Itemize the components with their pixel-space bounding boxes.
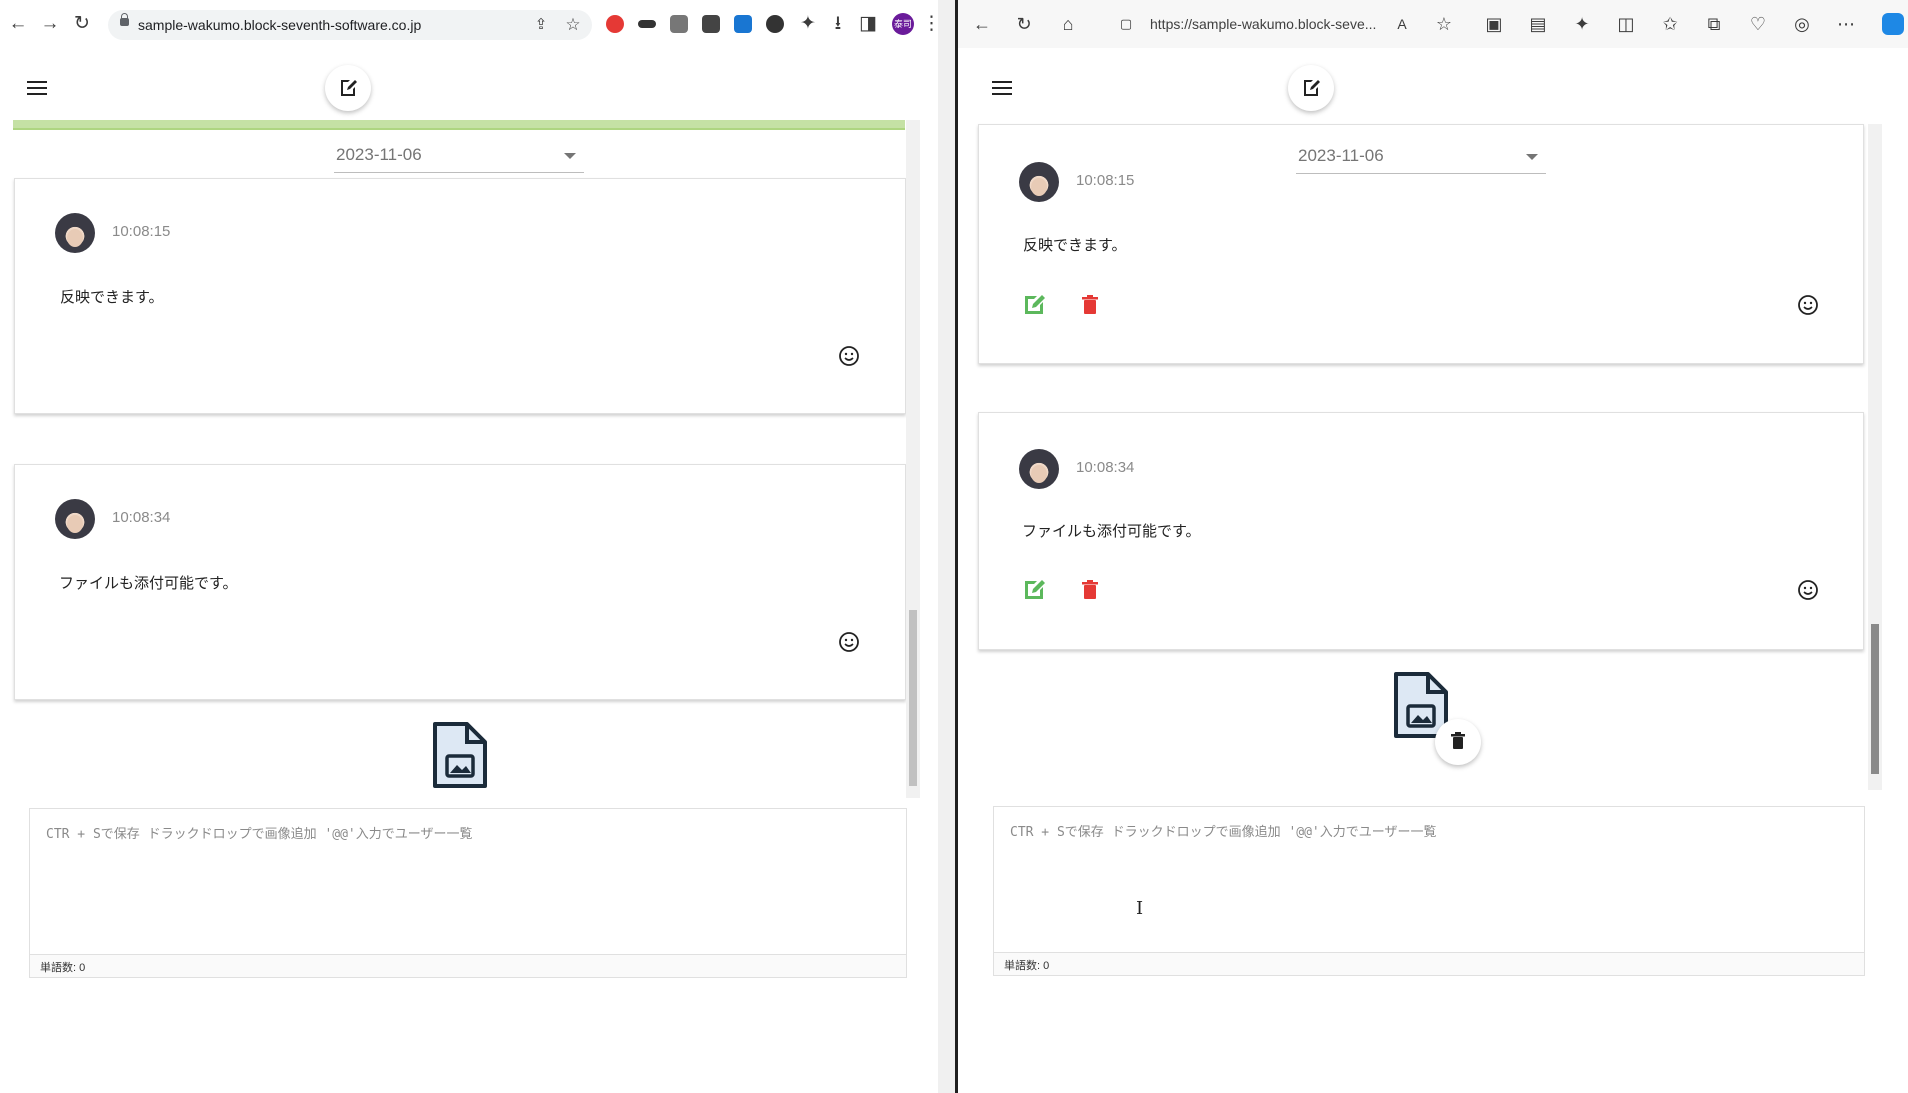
- download-icon[interactable]: ⭳: [834, 13, 842, 34]
- edit-icon: [1304, 80, 1320, 96]
- delete-post-button[interactable]: [1079, 579, 1101, 601]
- post-card: 10:08:15 反映できます。: [14, 178, 906, 414]
- off-extension-icon[interactable]: [766, 15, 784, 33]
- app-header: [0, 48, 938, 128]
- emoji-icon[interactable]: [1797, 579, 1819, 601]
- message-editor[interactable]: CTR + Sで保存 ドラックドロップで画像追加 '@@'入力でユーザー一覧 単…: [29, 808, 907, 978]
- right-browser-window: ← ↻ ⌂ ▢ https://sample-wakumo.block-seve…: [958, 0, 1908, 1093]
- favorite-star-icon[interactable]: ☆: [1435, 14, 1453, 34]
- scrollbar-thumb[interactable]: [1871, 624, 1879, 774]
- sidepanel-icon[interactable]: ◨: [859, 13, 877, 34]
- text-cursor-icon: I: [1136, 898, 1144, 919]
- chrome-menu-icon[interactable]: ⋮: [922, 13, 938, 34]
- chevron-down-icon: [564, 153, 576, 159]
- back-icon[interactable]: ←: [8, 13, 28, 34]
- date-value: 2023-11-06: [1298, 146, 1384, 165]
- image-file-icon[interactable]: [1392, 670, 1450, 740]
- delete-icon: [1451, 732, 1465, 749]
- app-header: [958, 48, 1908, 128]
- editor-placeholder: CTR + Sで保存 ドラックドロップで画像追加 '@@'入力でユーザー一覧: [46, 827, 473, 842]
- lock-icon: [120, 13, 129, 26]
- browser-essentials-icon[interactable]: ♡: [1749, 14, 1767, 34]
- menu-icon[interactable]: [992, 81, 1012, 95]
- scrollbar-thumb[interactable]: [909, 610, 917, 786]
- read-aloud-icon[interactable]: A: [1397, 16, 1407, 32]
- favorites-icon[interactable]: ✩: [1662, 14, 1678, 34]
- delete-post-button[interactable]: [1079, 294, 1101, 316]
- emoji-icon[interactable]: [838, 345, 860, 367]
- remove-attachment-button[interactable]: [1435, 719, 1481, 765]
- post-text: 反映できます。: [60, 289, 164, 306]
- edge-icon[interactable]: ◎: [1794, 14, 1810, 34]
- address-url: sample-wakumo.block-seventh-software.co.…: [138, 17, 422, 33]
- profile-avatar[interactable]: 泰司: [892, 13, 914, 35]
- collections-icon[interactable]: ⧉: [1707, 14, 1721, 34]
- post-time: 10:08:15: [1076, 172, 1135, 189]
- emoji-icon[interactable]: [838, 631, 860, 653]
- edit-icon: [341, 80, 357, 96]
- word-count: 単語数: 0: [40, 962, 86, 974]
- lock-icon: ▢: [1119, 16, 1133, 31]
- split-screen-icon[interactable]: ◫: [1617, 14, 1635, 34]
- chevron-down-icon: [1526, 154, 1538, 160]
- extensions-icon[interactable]: ✦: [1574, 14, 1590, 34]
- scrollbar[interactable]: [1868, 124, 1882, 790]
- extension-icon[interactable]: ▤: [1529, 14, 1547, 34]
- chrome-toolbar: ← → ↻ sample-wakumo.block-seventh-softwa…: [0, 0, 938, 49]
- editor-footer: 単語数: 0: [30, 954, 906, 977]
- left-browser-window: ← → ↻ sample-wakumo.block-seventh-softwa…: [0, 0, 938, 1093]
- progress-bar: [13, 120, 905, 130]
- post-text: ファイルも添付可能です。: [59, 575, 238, 592]
- edit-post-button[interactable]: [1023, 579, 1045, 601]
- home-icon[interactable]: ⌂: [1062, 14, 1074, 34]
- post-card: 10:08:34 ファイルも添付可能です。: [978, 412, 1864, 650]
- emoji-icon[interactable]: [1797, 294, 1819, 316]
- avatar: [1019, 449, 1059, 489]
- reload-icon[interactable]: ↻: [1016, 14, 1032, 34]
- menu-icon[interactable]: [27, 81, 47, 95]
- extensions-puzzle-icon[interactable]: ✦: [800, 13, 816, 34]
- date-select[interactable]: 2023-11-06: [1296, 137, 1546, 174]
- edit-post-button[interactable]: [1023, 294, 1045, 316]
- camera-extension-icon[interactable]: [670, 15, 688, 33]
- more-icon[interactable]: ⋯: [1837, 14, 1855, 34]
- new-post-button[interactable]: [1288, 65, 1334, 111]
- post-time: 10:08:15: [112, 223, 171, 240]
- avatar: [1019, 162, 1059, 202]
- avatar: [55, 213, 95, 253]
- extension-icon[interactable]: ▣: [1485, 14, 1503, 34]
- editor-footer: 単語数: 0: [994, 952, 1864, 975]
- address-url: https://sample-wakumo.block-seve...: [1150, 16, 1377, 32]
- post-card: 10:08:34 ファイルも添付可能です。: [14, 464, 906, 700]
- share-icon[interactable]: ⇪: [534, 16, 548, 33]
- back-icon[interactable]: ←: [973, 14, 991, 34]
- word-count: 単語数: 0: [1004, 960, 1050, 972]
- new-post-button[interactable]: [325, 65, 371, 111]
- translate-extension-icon[interactable]: [734, 15, 752, 33]
- editor-placeholder: CTR + Sで保存 ドラックドロップで画像追加 '@@'入力でユーザー一覧: [1010, 825, 1437, 840]
- post-text: ファイルも添付可能です。: [1022, 523, 1201, 540]
- image-file-icon[interactable]: [431, 720, 489, 790]
- message-editor[interactable]: CTR + Sで保存 ドラックドロップで画像追加 '@@'入力でユーザー一覧 単…: [993, 806, 1865, 976]
- edge-toolbar: ← ↻ ⌂ ▢ https://sample-wakumo.block-seve…: [958, 0, 1908, 49]
- date-select[interactable]: 2023-11-06: [334, 136, 584, 173]
- copilot-icon[interactable]: [1882, 13, 1904, 35]
- post-time: 10:08:34: [1076, 459, 1135, 476]
- adblock-extension-icon[interactable]: [606, 15, 624, 33]
- reload-icon[interactable]: ↻: [74, 13, 90, 34]
- date-value: 2023-11-06: [336, 145, 422, 164]
- address-bar[interactable]: sample-wakumo.block-seventh-software.co.…: [108, 10, 592, 40]
- window-divider: [938, 0, 958, 1093]
- post-time: 10:08:34: [112, 509, 171, 526]
- forward-icon[interactable]: →: [40, 13, 60, 34]
- bookmark-star-icon[interactable]: ☆: [565, 15, 581, 34]
- post-text: 反映できます。: [1023, 237, 1127, 254]
- dj-extension-icon[interactable]: [702, 15, 720, 33]
- glasses-extension-icon[interactable]: [638, 20, 656, 28]
- scrollbar[interactable]: [906, 120, 920, 798]
- avatar: [55, 499, 95, 539]
